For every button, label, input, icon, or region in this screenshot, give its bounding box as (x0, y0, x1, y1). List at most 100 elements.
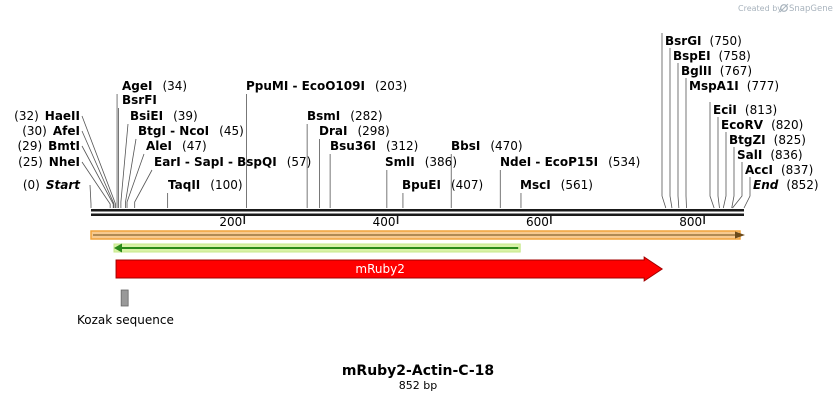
enzyme-name-ecii: EciI (713, 103, 737, 117)
enzyme-name-taqii: TaqII (168, 178, 200, 192)
enzyme-name-alei: AleI (146, 139, 172, 153)
enzyme-position: (825) (774, 133, 806, 147)
leader-bsrgi (661, 33, 667, 209)
enzyme-position: (852) (786, 178, 818, 192)
enzyme-leader-lines (81, 33, 751, 209)
enzyme-position: (47) (182, 139, 207, 153)
enzyme-name-bglii: BglII (681, 64, 712, 78)
leader-btgi-ncoi (125, 138, 137, 208)
enzyme-position: (534) (608, 155, 640, 169)
leader-sali (731, 147, 735, 209)
enzyme-name-bsu36i: Bsu36I (330, 139, 376, 153)
enzyme-position: (836) (770, 148, 802, 162)
enzyme-position: (25) (18, 155, 43, 169)
leader-ecorv (717, 117, 720, 209)
enzyme-name-ecorv: EcoRV (721, 118, 764, 132)
mruby2-feature (115, 256, 664, 282)
enzyme-position: (777) (747, 79, 779, 93)
leader-bsiei (120, 123, 129, 208)
enzyme-name-bsmi: BsmI (307, 109, 340, 123)
enzyme-name-btgi-ncoi: BtgI - NcoI (138, 124, 209, 138)
enzyme-position: (32) (14, 109, 39, 123)
leader-start (89, 184, 92, 208)
leader-alei (126, 153, 145, 208)
enzyme-position: (298) (357, 124, 389, 138)
orange-feature-bar (90, 230, 745, 240)
green-arrow-head (113, 243, 122, 253)
enzyme-name-end: End (753, 178, 779, 192)
enzyme-name-smli: SmlI (385, 155, 415, 169)
green-feature-arrow (113, 243, 521, 253)
leader-end (743, 177, 751, 209)
leader-bglii (677, 63, 680, 209)
enzyme-position: (57) (287, 155, 312, 169)
enzyme-position: (767) (720, 64, 752, 78)
leader-eari-sapi-bspqi (134, 169, 153, 208)
enzyme-position: (0) (23, 178, 40, 192)
enzyme-position: (813) (745, 103, 777, 117)
enzyme-position: (100) (210, 178, 242, 192)
kozak-feature (120, 289, 129, 307)
kozak-feature-label: Kozak sequence (77, 313, 174, 327)
enzyme-name-afei: AfeI (53, 124, 80, 138)
leader-nhei (81, 161, 111, 208)
ruler-tick-label: 400 (373, 215, 396, 229)
enzyme-name-ppumi-ecoo109i: PpuMI - EcoO109I (246, 79, 365, 93)
enzyme-position: (407) (451, 178, 483, 192)
leader-btgzi (722, 132, 727, 209)
enzyme-name-nhei: NheI (49, 155, 80, 169)
sequence-backbone (91, 209, 744, 216)
enzyme-position: (837) (781, 163, 813, 177)
leader-haeii (81, 115, 116, 208)
enzyme-position: (750) (710, 34, 742, 48)
enzyme-name-sali: SalI (737, 148, 762, 162)
ruler-tick-label: 600 (526, 215, 549, 229)
enzyme-name-bsiei: BsiEI (130, 109, 163, 123)
leader-bmti (81, 145, 114, 208)
enzyme-name-haeii: HaeII (45, 109, 80, 123)
credit-prefix: Created by (738, 4, 782, 13)
snapgene-logo-icon (779, 3, 789, 13)
enzyme-name-bsrgi: BsrGI (665, 34, 702, 48)
sequence-length: 852 bp (399, 379, 437, 392)
enzyme-name-bbsi: BbsI (451, 139, 480, 153)
enzyme-name-bpuei: BpuEI (402, 178, 441, 192)
mruby2-feature-label: mRuby2 (355, 262, 404, 276)
credit-brand: SnapGene (789, 4, 833, 14)
leader-acci (732, 162, 743, 209)
orange-bar-arrowhead (735, 231, 745, 239)
leader-ecii (709, 102, 715, 209)
enzyme-name-bsrfi: BsrFI (122, 93, 157, 107)
enzyme-name-agei: AgeI (122, 79, 152, 93)
enzyme-name-drai: DraI (319, 124, 347, 138)
enzyme-position: (470) (490, 139, 522, 153)
enzyme-name-eari-sapi-bspqi: EarI - SapI - BspQI (154, 155, 277, 169)
enzyme-position: (30) (22, 124, 47, 138)
leader-mspa1i (685, 78, 687, 209)
enzyme-position: (39) (173, 109, 198, 123)
enzyme-position: (282) (350, 109, 382, 123)
enzyme-name-btgzi: BtgZI (729, 133, 766, 147)
leader-bspei (669, 48, 673, 209)
leader-afei (81, 130, 115, 208)
sequence-title: mRuby2-Actin-C-18 (342, 363, 494, 379)
enzyme-name-mspa1i: MspA1I (689, 79, 739, 93)
enzyme-name-bmti: BmtI (48, 139, 80, 153)
enzyme-position: (203) (375, 79, 407, 93)
enzyme-position: (758) (719, 49, 751, 63)
enzyme-name-msci: MscI (520, 178, 551, 192)
enzyme-position: (820) (771, 118, 803, 132)
enzyme-name-start: Start (46, 178, 81, 192)
ruler-tick-label: 200 (219, 215, 242, 229)
enzyme-name-ndei-ecop15i: NdeI - EcoP15I (500, 155, 598, 169)
enzyme-position: (45) (219, 124, 244, 138)
enzyme-position: (29) (18, 139, 43, 153)
mruby2-arrow (115, 256, 664, 282)
enzyme-position: (386) (425, 155, 457, 169)
enzyme-name-bspei: BspEI (673, 49, 711, 63)
enzyme-position: (561) (561, 178, 593, 192)
enzyme-labels: Start (0) NheI (25) BmtI (29) AfeI (30)HaeII (32… (14, 34, 818, 192)
enzyme-position: (34) (162, 79, 187, 93)
